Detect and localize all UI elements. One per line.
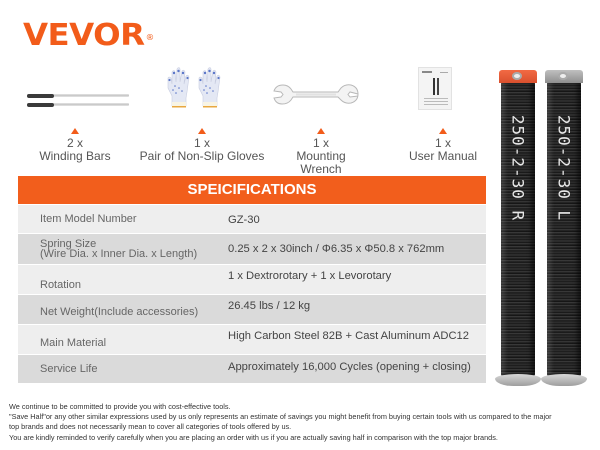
spec-row-model: Item Model Number GZ-30: [18, 204, 486, 233]
accessory-label: Pair of Non-Slip Gloves: [139, 149, 265, 163]
accessory-qty: 1 x: [193, 136, 210, 150]
spring-label: 250-2-30 L: [554, 114, 574, 222]
spec-value: High Carbon Steel 82B + Cast Aluminum AD…: [228, 330, 469, 342]
disclaimer-line: top brands and does not necessarily mean…: [9, 422, 292, 432]
user-manual-icon: [418, 67, 452, 110]
wrench-icon: [273, 84, 359, 105]
winding-bar-icon: [27, 93, 129, 98]
accessory-qty: 2 x: [66, 136, 83, 150]
logo-text: VEVOR: [23, 18, 145, 53]
glove-icon: [198, 67, 221, 108]
triangle-marker-icon: [439, 128, 447, 134]
spec-key: Main Material: [40, 337, 107, 349]
accessory-qty: 1 x: [434, 136, 451, 150]
spec-value: 1 x Dextrorotary + 1 x Levorotary: [228, 270, 392, 282]
spec-row-net-weight: Net Weight(Include accessories) 26.45 lb…: [18, 294, 486, 324]
spec-key: Item Model Number: [40, 213, 137, 225]
spec-key-sub: (Wire Dia. x Inner Dia. x Length): [40, 248, 198, 260]
spec-value: GZ-30: [228, 214, 260, 226]
triangle-marker-icon: [198, 128, 206, 134]
spec-value: 0.25 x 2 x 30inch / Φ6.35 x Φ50.8 x 762m…: [228, 243, 445, 255]
accessory-manual: 1 x User Manual: [403, 128, 483, 163]
spring-cone-icon: [499, 70, 537, 83]
accessory-label: Winding Bars: [39, 149, 111, 163]
torsion-spring-right-wound: 250-2-30 R: [495, 70, 541, 386]
triangle-marker-icon: [317, 128, 325, 134]
accessory-wrench: 1 x Mounting Wrench: [276, 128, 366, 176]
spring-label: 250-2-30 R: [508, 114, 528, 222]
vevor-logo: VEVOR®: [23, 20, 154, 52]
spec-key: Spring Size: [40, 238, 97, 250]
spec-row-material: Main Material High Carbon Steel 82B + Ca…: [18, 324, 486, 354]
disclaimer-line: "Save Half"or any other similar expressi…: [9, 412, 552, 422]
spring-cone-icon: [545, 70, 583, 83]
accessory-qty: 1 x: [312, 136, 329, 150]
spec-value: Approximately 16,000 Cycles (opening + c…: [228, 361, 471, 373]
accessory-label: Mounting Wrench: [296, 149, 346, 176]
registered-mark: ®: [145, 33, 155, 42]
glove-icon: [167, 67, 190, 108]
spec-key: Net Weight(Include accessories): [40, 306, 199, 318]
specifications-table: SPEICIFICATIONS Item Model Number GZ-30 …: [18, 176, 486, 383]
accessory-winding-bars: 2 x Winding Bars: [20, 128, 130, 163]
triangle-marker-icon: [71, 128, 79, 134]
spec-value: 26.45 lbs / 12 kg: [228, 300, 311, 312]
spec-key: Rotation: [40, 279, 81, 291]
winding-bar-icon: [27, 102, 129, 107]
disclaimer: We continue to be committed to provide y…: [9, 402, 552, 443]
accessory-label: User Manual: [408, 149, 478, 163]
spec-row-spring-size: Spring Size (Wire Dia. x Inner Dia. x Le…: [18, 233, 486, 264]
disclaimer-line: We continue to be committed to provide y…: [9, 402, 231, 411]
torsion-spring-left-wound: 250-2-30 L: [541, 70, 587, 386]
spec-row-rotation: Rotation 1 x Dextrorotary + 1 x Levorota…: [18, 264, 486, 294]
disclaimer-line: You are kindly reminded to verify carefu…: [9, 432, 498, 442]
accessory-gloves: 1 x Pair of Non-Slip Gloves: [139, 128, 265, 163]
spec-key: Service Life: [40, 363, 98, 375]
specifications-title: SPEICIFICATIONS: [18, 176, 486, 204]
spec-row-service-life: Service Life Approximately 16,000 Cycles…: [18, 354, 486, 383]
